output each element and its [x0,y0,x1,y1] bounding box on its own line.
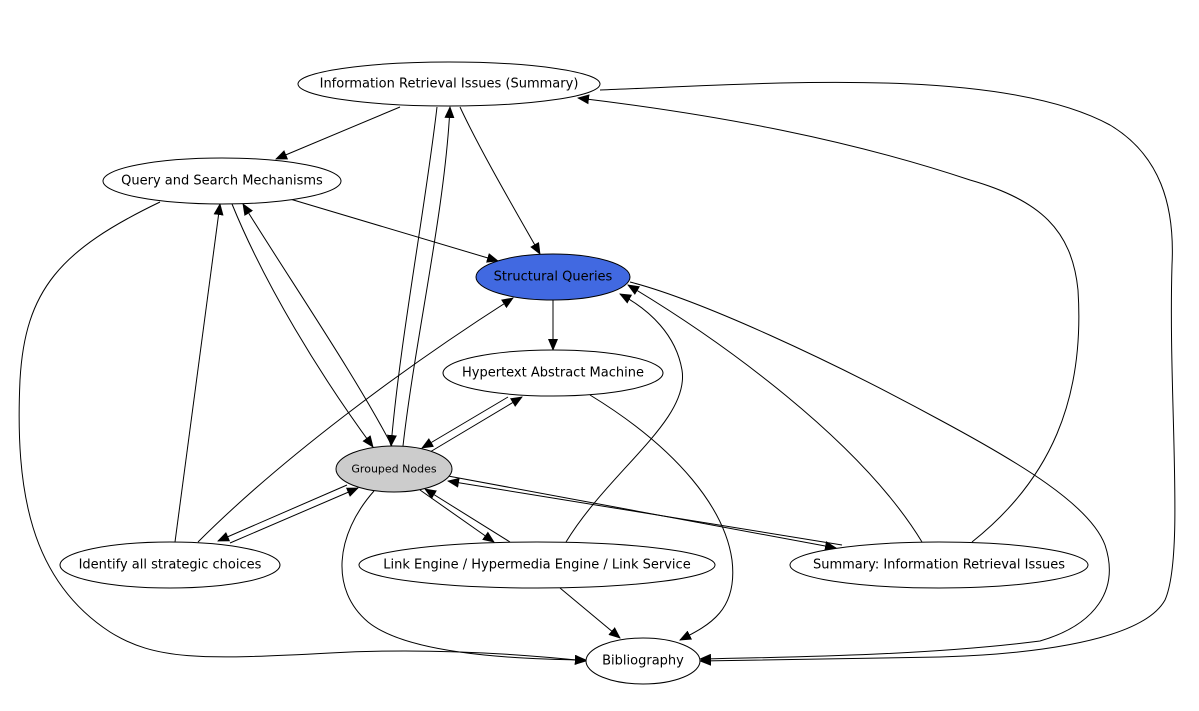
edge-link-engine-to-bibliography [559,587,621,639]
node-shape-summary-info-retrieval-issues[interactable] [789,541,1089,589]
node-identify-strategic-choices[interactable]: Identify all strategic choices [59,541,281,589]
edge-info-retrieval-issues-summary-to-query-search-mechanisms [275,106,401,160]
edge-grouped-nodes-to-link-engine [419,489,495,543]
edge-query-search-mechanisms-to-grouped-nodes [231,203,374,448]
edge-summary-info-retrieval-issues-to-grouped-nodes [447,477,843,546]
node-shape-structural-queries[interactable] [475,253,631,301]
edge-identify-strategic-choices-to-structural-queries [197,297,514,543]
edge-grouped-nodes-to-hypertext-abstract-machine [429,396,523,453]
edge-summary-info-retrieval-issues-to-structural-queries [627,284,923,543]
node-label-summary-info-retrieval-issues: Summary: Information Retrieval Issues [813,558,1065,573]
edge-link-engine-to-grouped-nodes [424,488,511,543]
node-grouped-nodes[interactable]: Grouped Nodes [335,445,453,493]
edge-info-retrieval-issues-summary-to-structural-queries [459,106,541,255]
edge-grouped-nodes-to-identify-strategic-choices [217,484,348,542]
edge-identify-strategic-choices-to-grouped-nodes [229,487,359,544]
node-label-hypertext-abstract-machine: Hypertext Abstract Machine [462,366,644,381]
node-info-retrieval-issues-summary[interactable]: Information Retrieval Issues (Summary) [297,61,601,107]
edge-query-search-mechanisms-to-structural-queries [289,198,499,263]
node-shape-identify-strategic-choices[interactable] [59,541,281,589]
edge-grouped-nodes-to-info-retrieval-issues-summary [402,106,455,447]
edge-hypertext-abstract-machine-to-bibliography [589,394,734,641]
edges-layer [18,81,1176,666]
edge-summary-info-retrieval-issues-to-info-retrieval-issues-summary [577,94,1080,543]
node-structural-queries[interactable]: Structural Queries [475,253,631,301]
edge-identify-strategic-choices-to-query-search-mechanisms [174,203,224,543]
edge-grouped-nodes-to-bibliography [341,490,587,665]
node-shape-hypertext-abstract-machine[interactable] [442,349,664,397]
node-label-link-engine: Link Engine / Hypermedia Engine / Link S… [383,558,690,573]
node-shape-query-search-mechanisms[interactable] [102,157,342,205]
node-label-query-search-mechanisms: Query and Search Mechanisms [121,174,323,189]
node-shape-info-retrieval-issues-summary[interactable] [297,61,601,107]
edge-hypertext-abstract-machine-to-grouped-nodes [421,396,509,449]
edge-link-engine-to-structural-queries [565,293,683,543]
edge-grouped-nodes-to-query-search-mechanisms [242,203,393,447]
node-shape-grouped-nodes[interactable] [335,445,453,493]
node-label-identify-strategic-choices: Identify all strategic choices [79,558,262,573]
edge-structural-queries-to-bibliography [629,281,1110,664]
node-label-structural-queries: Structural Queries [494,270,613,285]
node-label-bibliography: Bibliography [602,654,684,669]
edge-info-retrieval-issues-summary-to-bibliography [599,81,1176,666]
nodes-layer: Information Retrieval Issues (Summary) Qu… [59,61,1089,685]
node-label-grouped-nodes: Grouped Nodes [351,463,436,476]
node-query-search-mechanisms[interactable]: Query and Search Mechanisms [102,157,342,205]
node-bibliography[interactable]: Bibliography [585,637,701,685]
edge-grouped-nodes-to-summary-info-retrieval-issues [447,475,837,551]
node-link-engine[interactable]: Link Engine / Hypermedia Engine / Link S… [358,541,716,589]
node-shape-bibliography[interactable] [585,637,701,685]
node-hypertext-abstract-machine[interactable]: Hypertext Abstract Machine [442,349,664,397]
node-shape-link-engine[interactable] [358,541,716,589]
node-summary-info-retrieval-issues[interactable]: Summary: Information Retrieval Issues [789,541,1089,589]
edge-info-retrieval-issues-summary-to-grouped-nodes [386,106,438,447]
node-label-info-retrieval-issues-summary: Information Retrieval Issues (Summary) [320,77,579,92]
edge-query-search-mechanisms-to-bibliography [18,201,587,665]
